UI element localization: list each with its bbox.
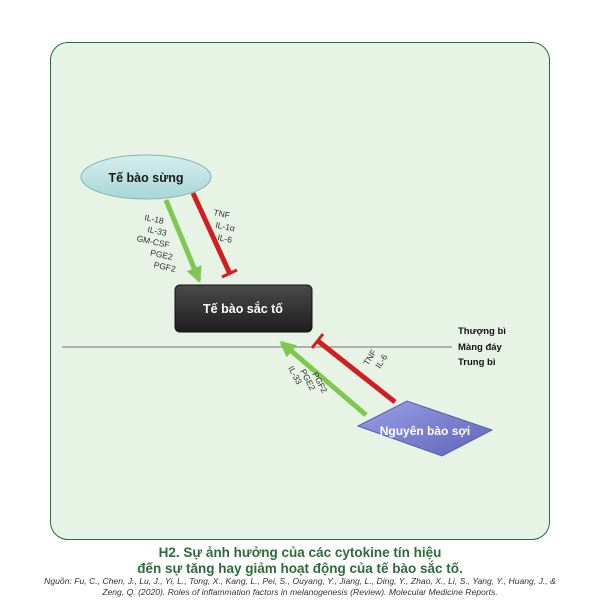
layer-label-lower: Trung bì xyxy=(458,357,496,368)
fibroblast-inhibit-arrow xyxy=(316,339,397,404)
keratinocyte-stimulator-label-0: IL-18 xyxy=(144,212,165,226)
figure-caption-line-2: đến sự tăng hay giảm hoạt động của tế bà… xyxy=(137,561,463,576)
fibroblast-node xyxy=(356,400,494,457)
layer-label-membrane: Màng đáy xyxy=(458,342,503,353)
keratinocyte-inhibitor-label-0: TNF xyxy=(213,207,231,220)
keratinocyte-inhibit-arrow xyxy=(190,191,233,276)
keratinocyte-inhibit-bar xyxy=(221,268,238,279)
layer-label-upper: Thượng bì xyxy=(458,326,506,337)
figure-source: Nguồn: Fu, C., Chen, J., Lu, J., Yi, L.,… xyxy=(44,576,556,597)
fibroblast-label: Nguyên bào sợi xyxy=(380,424,471,438)
figure-caption-line-1: H2. Sự ảnh hưởng của các cytokine tín hi… xyxy=(158,545,442,560)
keratinocyte-stimulate-arrow xyxy=(163,199,202,283)
keratinocyte-stimulator-label-4: PGF2 xyxy=(153,260,177,274)
keratinocyte-label: Tế bào sừng xyxy=(108,171,183,185)
keratinocyte-node xyxy=(80,154,212,200)
keratinocyte-inhibitor-label-2: IL-6 xyxy=(217,232,234,245)
melanocyte-node xyxy=(174,284,313,333)
fibroblast-stimulate-arrow xyxy=(279,340,368,417)
keratinocyte-stimulator-label-3: PGE2 xyxy=(149,247,174,262)
fibroblast-inhibit-bar xyxy=(310,333,325,349)
melanocyte-label: Tế bào sắc tố xyxy=(203,301,283,316)
keratinocyte-inhibitor-label-1: IL-1α xyxy=(215,220,236,234)
keratinocyte-stimulator-label-1: IL-33 xyxy=(147,224,168,238)
